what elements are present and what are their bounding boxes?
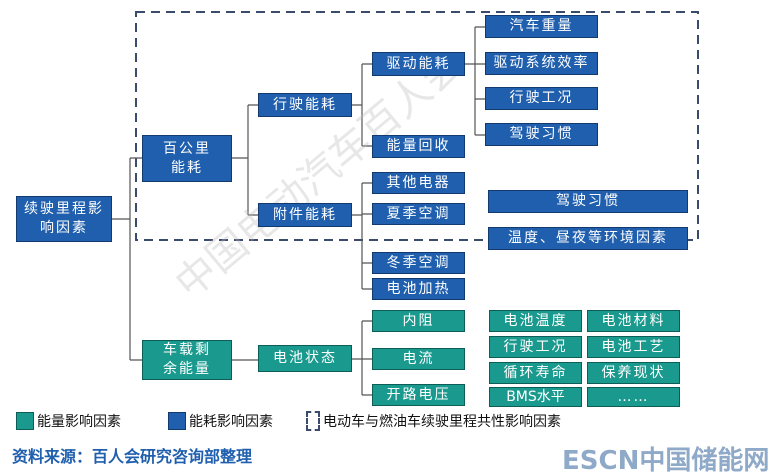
common-habit: 驾驶习惯 — [488, 190, 688, 213]
node-battery: 电池状态 — [258, 345, 352, 372]
legend-label: 能量影响因素 — [37, 414, 121, 430]
node-ocv: 开路电压 — [372, 384, 465, 406]
node-current: 电流 — [372, 348, 465, 370]
teal-swatch — [16, 412, 34, 430]
common-factor-boundary — [135, 11, 699, 241]
node-resistance: 内阻 — [372, 310, 465, 332]
node-winter: 冬季空调 — [372, 252, 465, 274]
legend-label: 能耗影响因素 — [189, 414, 273, 430]
node-recovery: 能量回收 — [372, 135, 465, 158]
node-heating: 电池加热 — [372, 278, 465, 300]
node-accessory: 附件能耗 — [258, 203, 352, 227]
source-note: 资料来源：百人会研究咨询部整理 — [12, 447, 253, 466]
legend-consumption: 能耗影响因素 — [168, 411, 273, 431]
battery-factor: 行驶工况 — [489, 336, 582, 358]
node-drive: 驱动能耗 — [372, 52, 465, 76]
node-habit: 驾驶习惯 — [485, 123, 598, 146]
logo: ESCN中国储能网 — [562, 446, 770, 475]
battery-factor: 保养现状 — [587, 362, 680, 384]
node-summer: 夏季空调 — [372, 203, 465, 225]
dashed-swatch — [306, 411, 320, 431]
node-energy: 车载剩余能量 — [142, 340, 232, 380]
battery-factor: …… — [587, 387, 680, 407]
blue-swatch — [168, 412, 186, 430]
battery-factor: BMS水平 — [489, 387, 582, 407]
battery-factor: 电池温度 — [489, 310, 582, 332]
common-environment: 温度、昼夜等环境因素 — [488, 227, 688, 250]
node-driving: 行驶能耗 — [258, 93, 352, 117]
node-weight: 汽车重量 — [485, 15, 598, 38]
node-root: 续驶里程影响因素 — [16, 196, 112, 242]
battery-factor: 电池工艺 — [587, 336, 680, 358]
node-efficiency: 驱动系统效率 — [485, 52, 598, 75]
legend-energy: 能量影响因素 — [16, 411, 121, 431]
battery-factor: 循环寿命 — [489, 362, 582, 384]
legend-common: 电动车与燃油车续驶里程共性影响因素 — [306, 411, 561, 431]
legend-label: 电动车与燃油车续驶里程共性影响因素 — [323, 414, 561, 430]
node-condition: 行驶工况 — [485, 87, 598, 110]
node-consumption: 百公里能耗 — [142, 135, 232, 182]
node-other: 其他电器 — [372, 172, 465, 194]
battery-factor: 电池材料 — [587, 310, 680, 332]
